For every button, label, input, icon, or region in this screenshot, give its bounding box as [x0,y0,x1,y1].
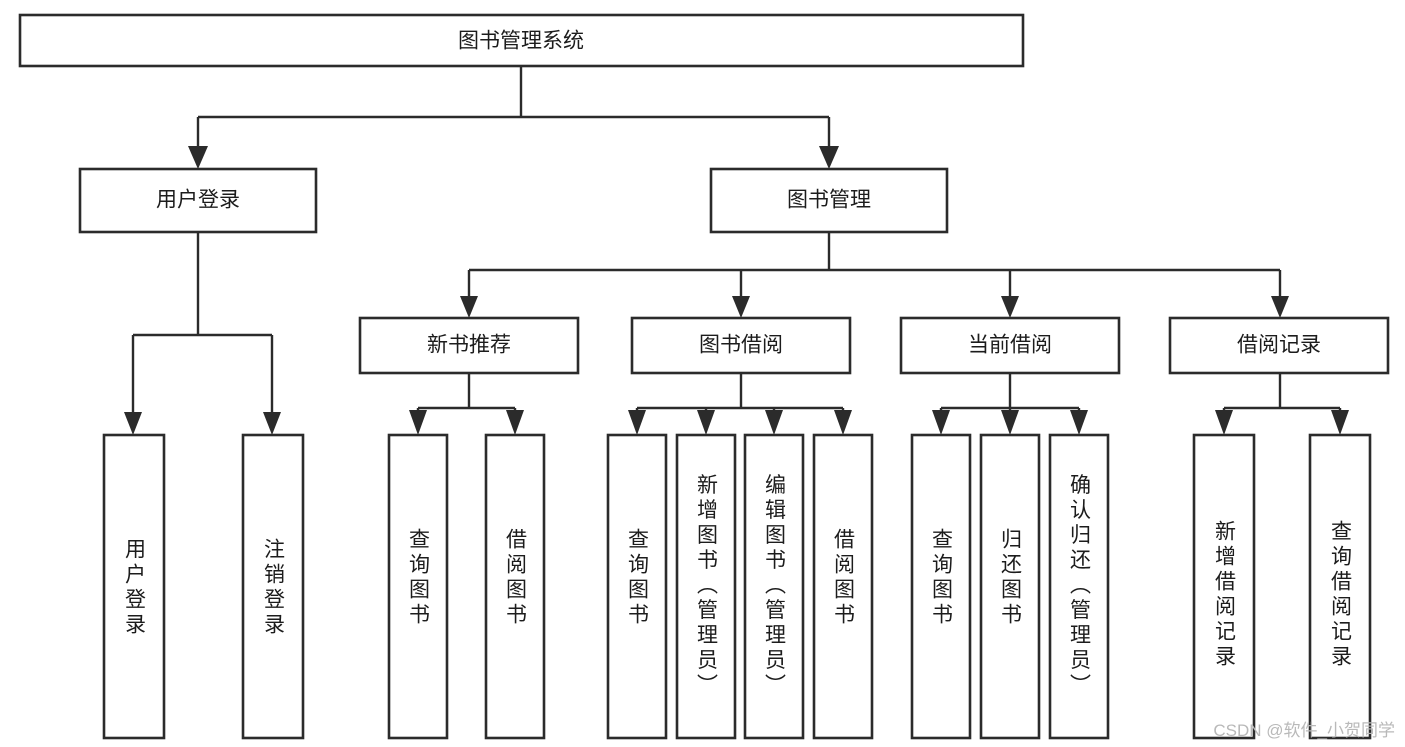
arrow-bookmgmt-to-record [1271,296,1289,318]
arrow-borrowrecord-leaf-1 [1215,410,1233,435]
leaf-book-borrow-3-label: 编辑图书（管理员） [763,474,787,699]
leaf-book-borrow-4-label: 借阅图书 [832,528,856,628]
leaf-borrow-record-2-box[interactable] [1308,433,1372,740]
arrow-bookmgmt-to-new-book [460,296,478,318]
leaf-book-borrow-1-box[interactable] [606,433,668,740]
connector-layer [124,66,1349,435]
node-borrow-record-label: 借阅记录 [1237,334,1321,357]
node-book-management-label: 图书管理 [787,189,871,212]
node-root-box[interactable] [18,13,1025,68]
leaf-current-borrow-3-box[interactable] [1048,433,1110,740]
arrow-borrowrecord-leaf-2 [1331,410,1349,435]
leaf-user-login-2-box[interactable] [241,433,305,740]
node-current-borrow-label: 当前借阅 [968,334,1052,357]
node-current-borrow-box[interactable] [899,316,1121,375]
leaf-book-borrow-4-box[interactable] [812,433,874,740]
leaf-user-login-2[interactable]: 注销登录 [241,433,305,740]
arrow-root-to-book-mgmt [819,146,839,169]
arrow-bookborrow-leaf-3 [765,410,783,435]
arrow-bookborrow-leaf-1 [628,410,646,435]
leaf-book-borrow-3-box[interactable] [743,433,805,740]
leaf-new-book-1[interactable]: 查询图书 [387,433,449,740]
node-new-book-recommend-box[interactable] [358,316,580,375]
leaf-current-borrow-3[interactable]: 确认归还（管理员） [1048,433,1110,740]
arrow-bookmgmt-to-current [1001,296,1019,318]
leaf-new-book-1-label: 查询图书 [407,528,431,628]
node-borrow-record[interactable]: 借阅记录 [1168,316,1390,375]
arrow-userlogin-leaf-1 [124,412,142,435]
leaf-new-book-2-box[interactable] [484,433,546,740]
leaf-book-borrow-4[interactable]: 借阅图书 [812,433,874,740]
leaf-current-borrow-1-label: 查询图书 [930,528,954,628]
arrow-root-to-user-login [188,146,208,169]
watermark-text: CSDN @软件_小贺同学 [1213,721,1395,740]
leaf-user-login-1-label: 用户登录 [123,538,147,638]
arrow-newbook-leaf-1 [409,410,427,435]
leaf-book-borrow-1-label: 查询图书 [626,528,650,628]
leaf-book-borrow-2[interactable]: 新增图书（管理员） [675,433,737,740]
leaf-new-book-2-label: 借阅图书 [504,528,528,628]
leaf-current-borrow-2-label: 归还图书 [999,528,1023,628]
leaf-user-login-2-label: 注销登录 [262,538,286,638]
node-book-borrow-label: 图书借阅 [699,334,783,357]
node-user-login-box[interactable] [78,167,318,234]
node-borrow-record-box[interactable] [1168,316,1390,375]
leaf-current-borrow-2-box[interactable] [979,433,1041,740]
leaf-book-borrow-2-box[interactable] [675,433,737,740]
arrow-newbook-leaf-2 [506,410,524,435]
leaf-new-book-2[interactable]: 借阅图书 [484,433,546,740]
node-root-system[interactable]: 图书管理系统 [18,13,1025,68]
leaf-borrow-record-1[interactable]: 新增借阅记录 [1192,433,1256,740]
arrow-bookborrow-leaf-2 [697,410,715,435]
leaf-new-book-1-box[interactable] [387,433,449,740]
leaf-borrow-record-2-label: 查询借阅记录 [1329,520,1353,670]
node-user-login[interactable]: 用户登录 [78,167,318,234]
node-book-management-box[interactable] [709,167,949,234]
leaf-user-login-1[interactable]: 用户登录 [102,433,166,740]
leaf-book-borrow-2-label: 新增图书（管理员） [695,474,719,699]
arrow-bookborrow-leaf-4 [834,410,852,435]
node-book-borrow-box[interactable] [630,316,852,375]
arrow-currentborrow-leaf-2 [1001,410,1019,435]
node-book-borrow[interactable]: 图书借阅 [630,316,852,375]
leaf-borrow-record-1-box[interactable] [1192,433,1256,740]
node-new-book-recommend-label: 新书推荐 [427,334,511,357]
leaf-book-borrow-1[interactable]: 查询图书 [606,433,668,740]
leaf-current-borrow-1[interactable]: 查询图书 [910,433,972,740]
leaf-user-login-1-box[interactable] [102,433,166,740]
node-new-book-recommend[interactable]: 新书推荐 [358,316,580,375]
node-user-login-label: 用户登录 [156,189,240,212]
arrow-bookmgmt-to-borrow [732,296,750,318]
arrow-userlogin-leaf-2 [263,412,281,435]
leaf-book-borrow-3[interactable]: 编辑图书（管理员） [743,433,805,740]
leaf-borrow-record-2[interactable]: 查询借阅记录 [1308,433,1372,740]
leaf-current-borrow-2[interactable]: 归还图书 [979,433,1041,740]
node-root-label: 图书管理系统 [458,30,584,53]
leaf-current-borrow-1-box[interactable] [910,433,972,740]
arrow-currentborrow-leaf-3 [1070,410,1088,435]
node-current-borrow[interactable]: 当前借阅 [899,316,1121,375]
node-book-management[interactable]: 图书管理 [709,167,949,234]
leaf-borrow-record-1-label: 新增借阅记录 [1213,520,1237,670]
arrow-currentborrow-leaf-1 [932,410,950,435]
leaf-current-borrow-3-label: 确认归还（管理员） [1068,474,1092,699]
